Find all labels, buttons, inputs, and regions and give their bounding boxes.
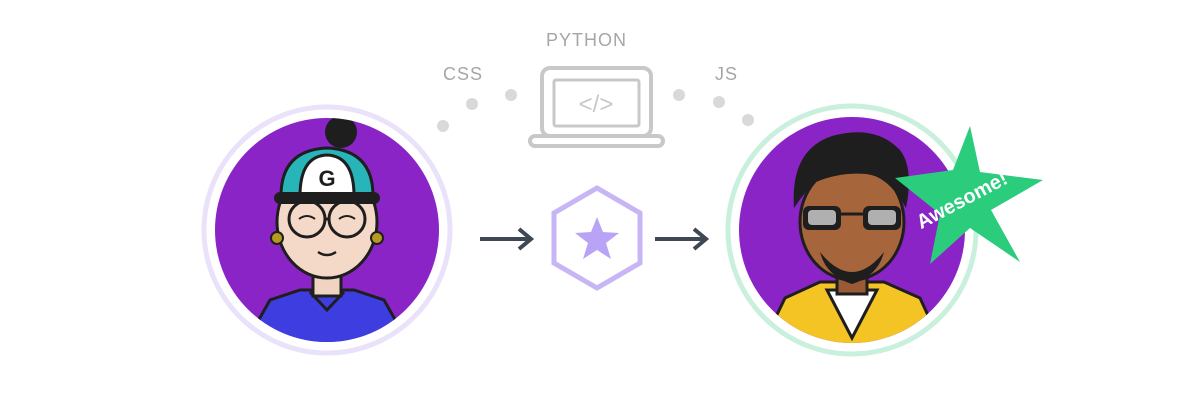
avatar-left: G xyxy=(201,104,453,356)
skill-label-python: PYTHON xyxy=(546,30,628,50)
arrow-right-icon-2 xyxy=(655,227,710,251)
avatar-right xyxy=(725,103,979,357)
code-symbol: </> xyxy=(579,91,614,118)
dot-trail-right xyxy=(673,89,754,126)
hexagon-star-icon xyxy=(551,185,643,291)
skill-label-css: CSS xyxy=(443,64,484,84)
awesome-star-badge: Awesome! xyxy=(895,126,1043,264)
dot-trail-left xyxy=(437,89,517,132)
arrow-right-icon-1 xyxy=(480,227,535,251)
skill-label-js: JS xyxy=(715,64,739,84)
laptop-icon: </> xyxy=(528,66,665,148)
svg-text:G: G xyxy=(318,166,335,191)
